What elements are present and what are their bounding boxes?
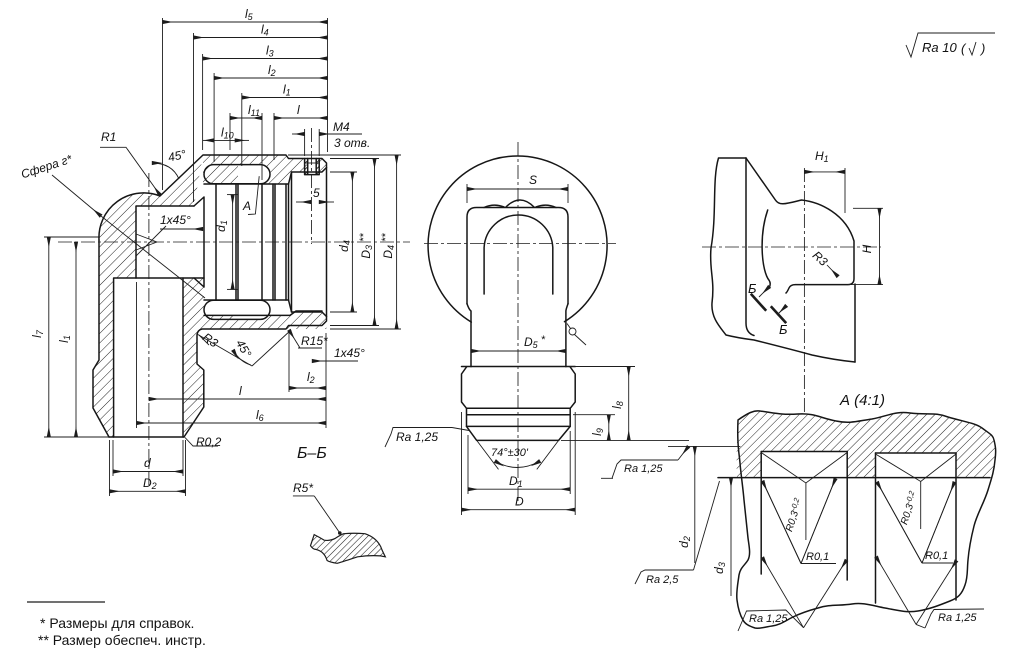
- svg-text:3 отв.: 3 отв.: [334, 136, 370, 150]
- svg-text:l: l: [239, 384, 242, 398]
- svg-text:l6: l6: [256, 408, 264, 423]
- svg-text:): ): [979, 41, 985, 56]
- svg-text:Ra 1,25: Ra 1,25: [624, 463, 663, 475]
- svg-text:l2: l2: [268, 63, 276, 78]
- svg-text:A: A: [242, 199, 251, 213]
- svg-text:А (4:1): А (4:1): [839, 392, 885, 409]
- svg-text:** Размер обеспеч. инстр.: ** Размер обеспеч. инстр.: [38, 632, 206, 648]
- svg-text:H: H: [860, 244, 874, 253]
- svg-text:Б: Б: [748, 281, 757, 296]
- svg-text:1x45°: 1x45°: [160, 213, 191, 227]
- svg-text:R0,1: R0,1: [925, 550, 948, 562]
- svg-text:d4: d4: [337, 240, 352, 252]
- svg-text:1x45°: 1x45°: [334, 346, 365, 360]
- svg-text:l3: l3: [266, 44, 274, 59]
- svg-text:R0,1: R0,1: [806, 551, 829, 563]
- svg-text:5: 5: [313, 186, 320, 200]
- svg-text:l4: l4: [261, 23, 269, 38]
- svg-text:R1: R1: [101, 130, 116, 144]
- svg-text:d1: d1: [214, 220, 229, 232]
- svg-text:* Размеры для справок.: * Размеры для справок.: [40, 615, 194, 631]
- svg-text:l5: l5: [245, 7, 254, 22]
- svg-text:l9: l9: [590, 428, 605, 436]
- svg-text:Ra 10: Ra 10: [922, 40, 957, 55]
- svg-text:D: D: [515, 495, 524, 509]
- svg-text:d: d: [144, 456, 151, 470]
- svg-text:Ra 2,5: Ra 2,5: [646, 574, 679, 586]
- svg-text:(: (: [961, 41, 967, 56]
- svg-text:Ra 1,25: Ra 1,25: [396, 430, 438, 444]
- svg-text:l1: l1: [57, 335, 72, 343]
- svg-text:d2: d2: [677, 536, 692, 548]
- svg-text:R5*: R5*: [293, 481, 313, 495]
- svg-text:S: S: [529, 173, 537, 187]
- svg-text:R0,2: R0,2: [196, 435, 222, 449]
- svg-text:Ra 1,25: Ra 1,25: [938, 612, 977, 624]
- svg-text:R15*: R15*: [301, 334, 328, 348]
- svg-text:45°: 45°: [167, 147, 188, 165]
- svg-text:M4: M4: [333, 120, 350, 134]
- svg-text:74°±30': 74°±30': [491, 447, 529, 459]
- svg-text:l1: l1: [283, 83, 291, 98]
- svg-text:Б–Б: Б–Б: [297, 445, 327, 462]
- svg-text:l8: l8: [610, 401, 625, 409]
- svg-text:Ra 1,25: Ra 1,25: [749, 613, 788, 625]
- svg-text:l: l: [297, 103, 300, 117]
- svg-text:Б: Б: [779, 322, 788, 337]
- svg-text:l7: l7: [30, 329, 45, 338]
- svg-text:d3: d3: [712, 562, 727, 574]
- svg-text:l2: l2: [307, 370, 315, 385]
